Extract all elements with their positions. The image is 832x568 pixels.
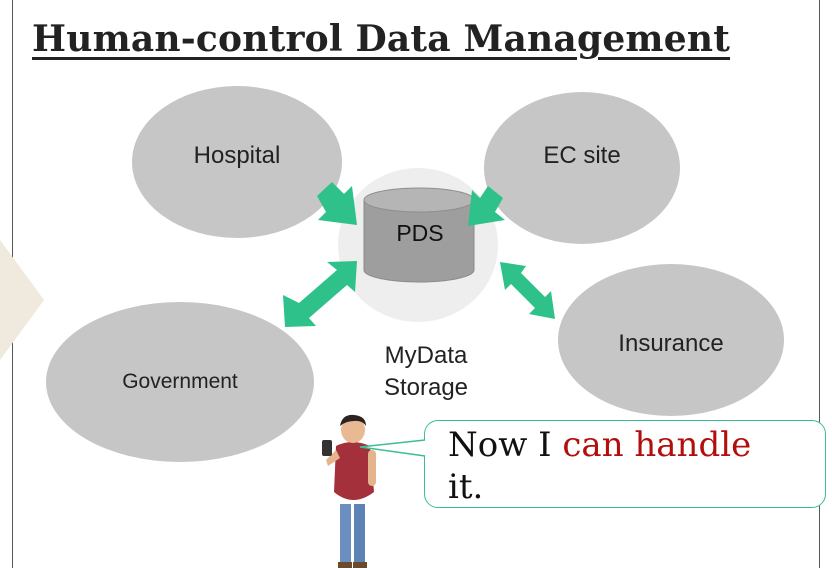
insurance-node: Insurance xyxy=(558,264,784,416)
ec-site-label: EC site xyxy=(543,142,621,169)
government-node: Government xyxy=(46,302,314,462)
mydata-label-line1: MyData xyxy=(384,342,468,369)
ecsite-to-pds-arrow xyxy=(468,186,505,226)
hospital-to-pds-arrow xyxy=(317,182,357,225)
government-label: Government xyxy=(122,370,238,393)
ec-site-node: EC site xyxy=(484,92,680,244)
pds-label: PDS xyxy=(396,220,444,246)
side-arrow-shape xyxy=(0,240,44,360)
insurance-label: Insurance xyxy=(618,330,724,357)
speech-text-part1: Now I xyxy=(448,425,563,465)
hospital-node: Hospital xyxy=(132,86,342,238)
speech-text-highlight: can handle xyxy=(562,425,752,465)
mydata-storage-label: MyData Storage xyxy=(352,340,500,404)
slide-title: Human-control Data Management xyxy=(32,18,731,60)
pds-cylinder-icon xyxy=(363,187,475,283)
pds-insurance-arrow xyxy=(500,262,555,319)
person-with-phone-icon xyxy=(322,414,376,568)
speech-text-part2: it. xyxy=(448,467,484,507)
speech-text: Now I can handle it. xyxy=(448,424,824,508)
mydata-label-line2: Storage xyxy=(383,374,469,401)
speech-bubble xyxy=(424,420,826,508)
hospital-label: Hospital xyxy=(193,142,281,169)
pds-government-arrow xyxy=(283,261,357,327)
